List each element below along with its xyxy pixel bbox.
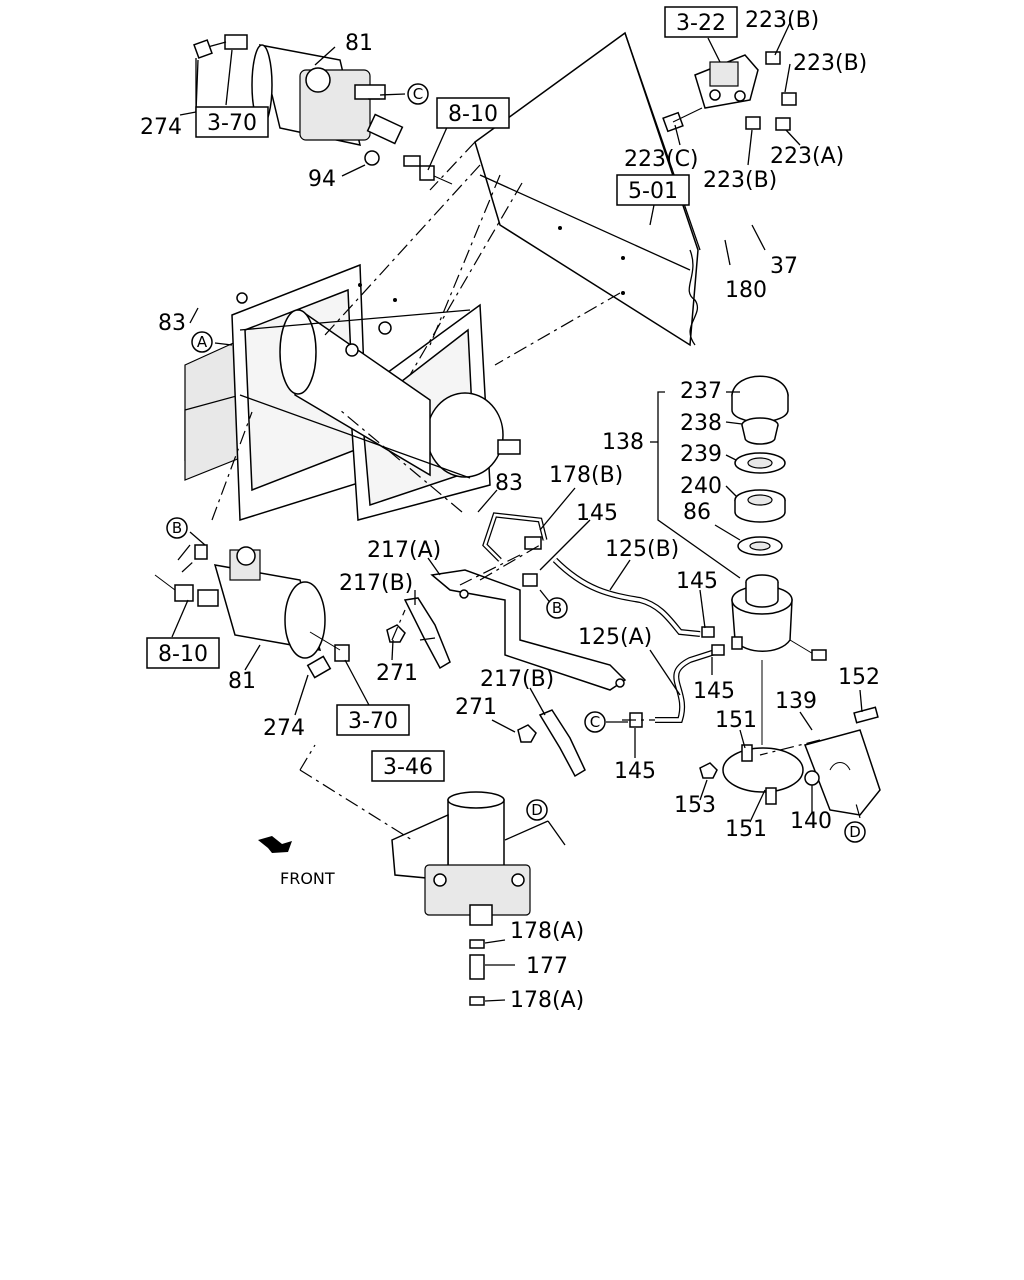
callout-271-1: 271 xyxy=(376,661,418,686)
callout-217a: 217(A) xyxy=(367,538,441,563)
hoses-125 xyxy=(522,557,725,728)
callout-81-top: 81 xyxy=(345,31,373,56)
reservoir-parts-stack xyxy=(731,375,789,556)
callout-125a: 125(A) xyxy=(578,625,652,650)
callout-178a-2: 178(A) xyxy=(510,988,584,1013)
front-arrow-icon xyxy=(258,836,292,853)
ref-box-3-70-bottom[interactable]: 3-70 xyxy=(336,704,410,736)
air-compressor-motor-top xyxy=(193,34,453,185)
ref-box-8-10-left[interactable]: 8-10 xyxy=(146,637,220,669)
marker-b-mid: B xyxy=(546,597,568,619)
callout-274-bottom: 274 xyxy=(263,716,305,741)
callout-271-2: 271 xyxy=(455,695,497,720)
pipe-178B xyxy=(482,512,548,562)
callout-151-1: 151 xyxy=(715,708,757,733)
callout-178b: 178(B) xyxy=(549,463,623,488)
svg-text:C: C xyxy=(413,85,423,103)
svg-text:3-22: 3-22 xyxy=(676,11,726,36)
svg-text:B: B xyxy=(552,599,562,617)
marker-c-mid: C xyxy=(584,711,606,733)
callout-238: 238 xyxy=(680,411,722,436)
callout-145-1: 145 xyxy=(576,501,618,526)
callout-237: 237 xyxy=(680,379,722,404)
svg-text:3-70: 3-70 xyxy=(207,111,257,136)
callout-223b-2: 223(B) xyxy=(793,51,867,76)
callout-139: 139 xyxy=(775,689,817,714)
callout-180: 180 xyxy=(725,278,767,303)
callout-223b-1: 223(B) xyxy=(745,8,819,33)
callout-178a-1: 178(A) xyxy=(510,919,584,944)
air-dryer-3-46 xyxy=(391,791,531,1006)
front-label: FRONT xyxy=(280,869,335,888)
callout-83-top: 83 xyxy=(158,311,186,336)
callout-152: 152 xyxy=(838,665,880,690)
marker-d-right: D xyxy=(844,821,866,843)
callout-83-mid: 83 xyxy=(495,471,523,496)
callout-217b-2: 217(B) xyxy=(480,667,554,692)
callout-151-2: 151 xyxy=(725,817,767,842)
marker-c-top: C xyxy=(407,83,429,105)
ref-box-3-46[interactable]: 3-46 xyxy=(371,750,445,782)
svg-text:3-70: 3-70 xyxy=(348,709,398,734)
callout-153: 153 xyxy=(674,793,716,818)
callout-223b-3: 223(B) xyxy=(703,168,777,193)
callout-217b-1: 217(B) xyxy=(339,571,413,596)
svg-text:D: D xyxy=(849,823,861,841)
callout-145-2: 145 xyxy=(676,569,718,594)
callout-81-bottom: 81 xyxy=(228,669,256,694)
callout-37: 37 xyxy=(770,254,798,279)
svg-text:3-46: 3-46 xyxy=(383,755,433,780)
brackets-217 xyxy=(386,569,627,778)
svg-text:5-01: 5-01 xyxy=(628,179,678,204)
callout-140: 140 xyxy=(790,809,832,834)
callout-138: 138 xyxy=(602,430,644,455)
callout-145-3: 145 xyxy=(693,679,735,704)
callout-239: 239 xyxy=(680,442,722,467)
callout-125b: 125(B) xyxy=(605,537,679,562)
leader-lines xyxy=(171,22,863,1002)
svg-text:A: A xyxy=(197,333,208,351)
callout-240: 240 xyxy=(680,474,722,499)
band-and-bracket xyxy=(699,706,881,816)
svg-text:D: D xyxy=(531,801,543,819)
air-compressor-motor-bottom xyxy=(154,544,350,679)
callout-223c: 223(C) xyxy=(624,147,699,172)
air-tank-bracket-assembly xyxy=(184,263,521,522)
chassis-frame-rail xyxy=(474,31,701,347)
ref-box-8-10-top[interactable]: 8-10 xyxy=(436,97,510,129)
svg-text:B: B xyxy=(172,519,182,537)
marker-d-bottom: D xyxy=(526,799,548,821)
callout-177: 177 xyxy=(526,954,568,979)
ref-box-3-70-top[interactable]: 3-70 xyxy=(195,106,269,138)
callout-94: 94 xyxy=(308,167,336,192)
callout-223a: 223(A) xyxy=(770,144,844,169)
svg-text:8-10: 8-10 xyxy=(158,642,208,667)
valve-assembly-3-22 xyxy=(662,51,797,133)
svg-text:8-10: 8-10 xyxy=(448,102,498,127)
reservoir-tank xyxy=(731,574,827,745)
svg-text:C: C xyxy=(590,713,600,731)
marker-b-left: B xyxy=(166,517,188,539)
marker-a: A xyxy=(191,331,213,353)
callout-145-4: 145 xyxy=(614,759,656,784)
callout-86: 86 xyxy=(683,500,711,525)
ref-box-3-22[interactable]: 3-22 xyxy=(664,6,738,38)
ref-box-5-01[interactable]: 5-01 xyxy=(616,174,690,206)
callout-labels: 81 274 94 223(B) 223(B) 223(C) 223(B) 22… xyxy=(140,8,880,1013)
callout-274-top: 274 xyxy=(140,115,182,140)
